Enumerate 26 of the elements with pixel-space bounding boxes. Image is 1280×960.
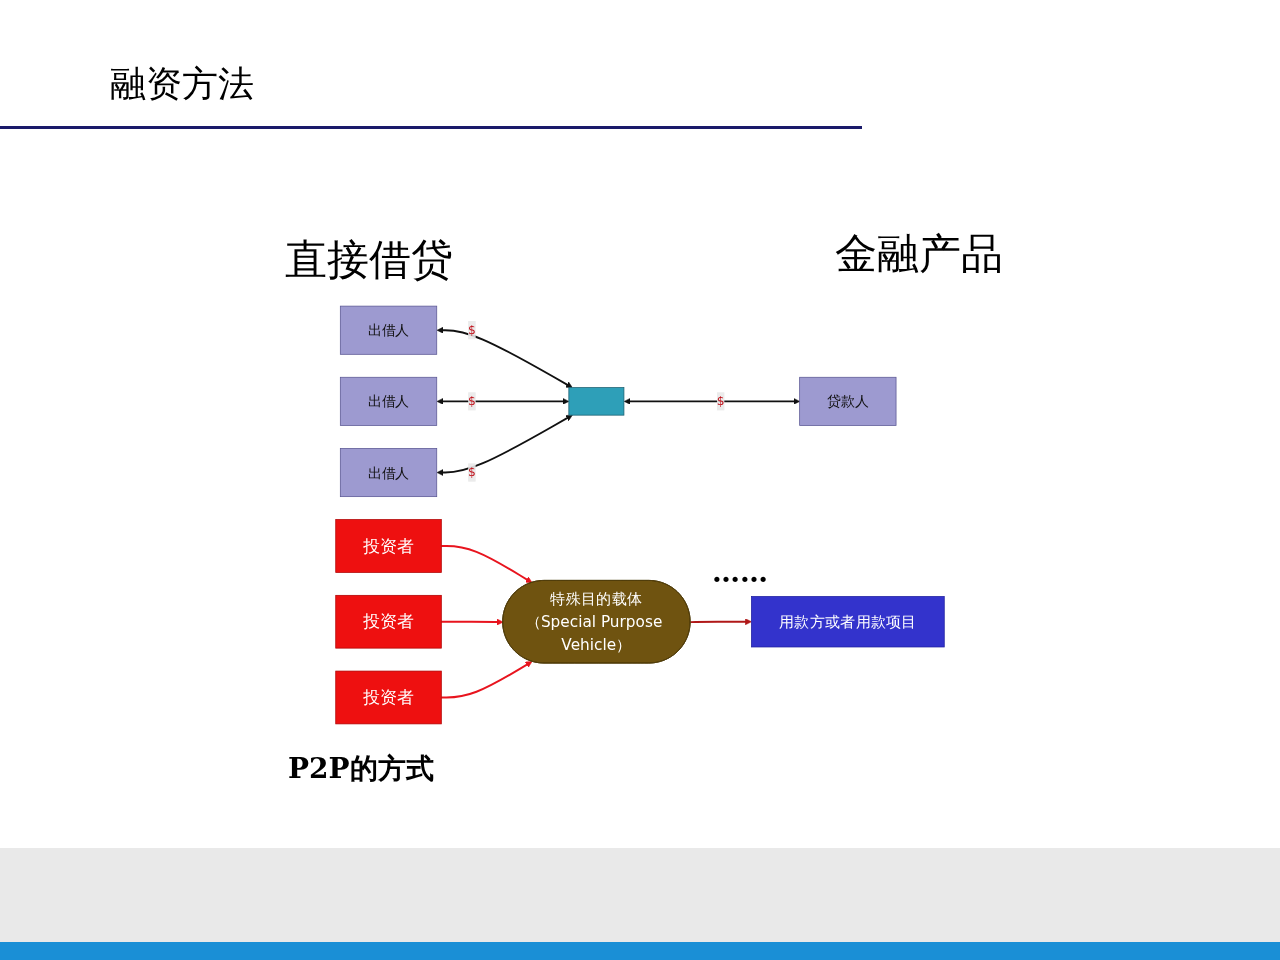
arrow [440,545,533,583]
section-heading: 金融产品 [835,228,1003,280]
arrow [440,618,504,626]
edge-label: $ [716,393,725,409]
slide-title: 融资方法 [110,62,254,106]
caption-text: P2P的方式 [288,751,434,787]
node-box: 用款方或者用款项目 [751,596,945,648]
node-box: 投资者 [335,519,442,573]
arrow [689,618,752,626]
arrow [436,398,570,405]
arrow [436,326,573,388]
node-box: 出借人 [339,305,438,355]
edge-label: $ [468,464,476,480]
node-box: 出借人 [339,448,438,498]
node-box: 投资者 [335,670,442,725]
edge-label: $ [468,322,476,338]
node-box: 贷款人 [799,376,897,426]
node-box [568,387,625,416]
arrow [436,414,573,476]
node-box: 投资者 [335,594,442,649]
node-box: 出借人 [339,376,438,426]
ellipsis-text: …… [712,556,768,589]
edge-label: $ [468,393,476,409]
arrow [440,661,533,699]
section-heading: 直接借贷 [285,234,453,286]
arrow [623,398,800,405]
